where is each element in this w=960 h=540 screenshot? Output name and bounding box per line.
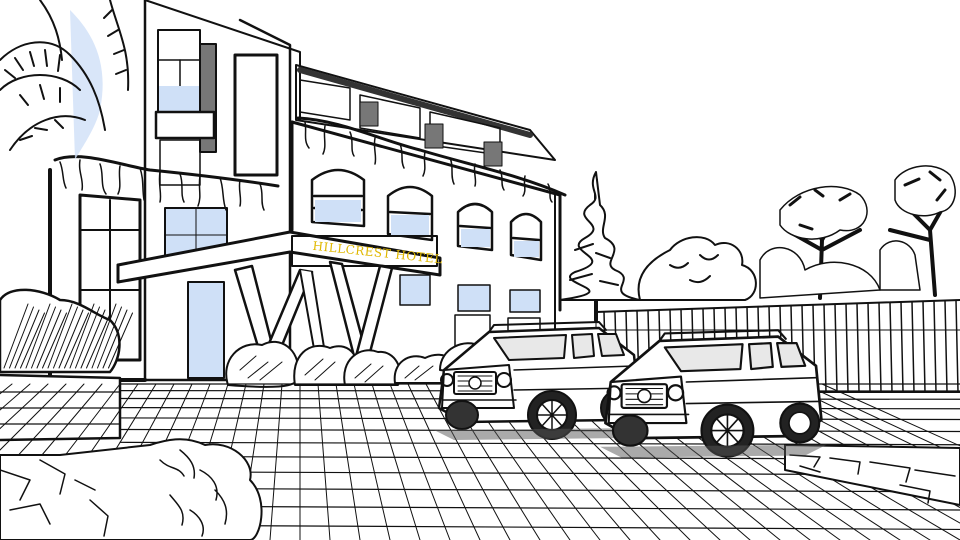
hedge-hatch bbox=[3, 303, 133, 369]
background-trees bbox=[559, 165, 956, 322]
bushy-tree bbox=[637, 236, 757, 301]
shrubs bbox=[0, 288, 487, 442]
foreground-bush-left bbox=[0, 438, 263, 540]
arched-windows bbox=[310, 168, 543, 262]
palm-tree bbox=[0, 0, 130, 160]
hotel-building: HILLCREST HOTEL bbox=[48, 0, 567, 382]
stone-wall-right bbox=[784, 444, 960, 506]
hanging-greenery bbox=[53, 116, 567, 211]
conifer-tree bbox=[559, 171, 641, 322]
suv-right bbox=[600, 329, 827, 458]
entrance-canopy bbox=[116, 230, 442, 362]
bare-tree bbox=[759, 185, 881, 300]
bare-tree bbox=[879, 165, 956, 297]
